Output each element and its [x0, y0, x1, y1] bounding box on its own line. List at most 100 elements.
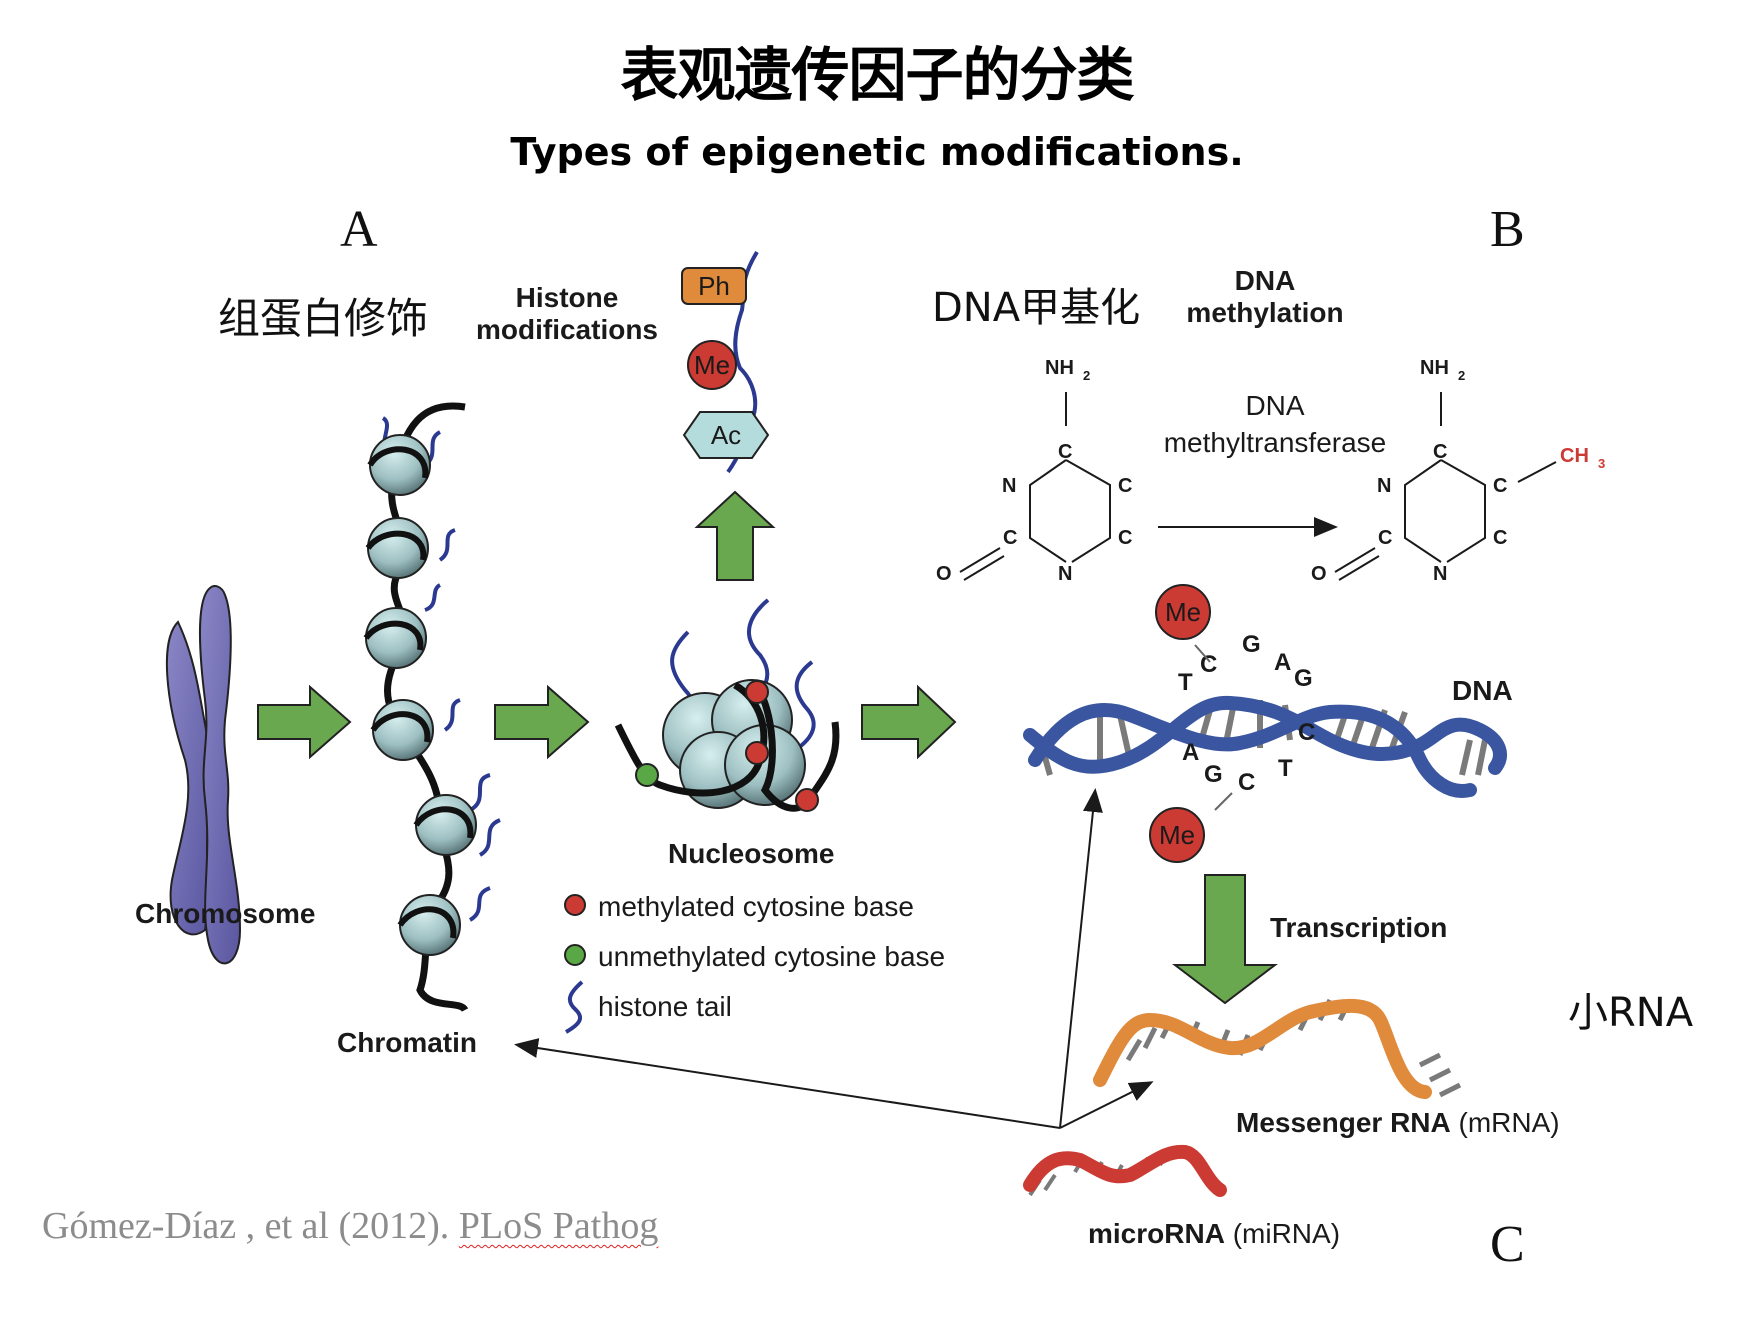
panel-b-letter: B	[1490, 201, 1525, 258]
base-letter: C	[1298, 719, 1315, 746]
histone-label-line2: modifications	[475, 314, 658, 345]
amine-subscript: 2	[1083, 368, 1090, 383]
methylated-cytosine-dot	[745, 680, 769, 704]
atom-c: C	[1493, 527, 1507, 549]
mrna-label-abbr: (mRNA)	[1458, 1107, 1560, 1138]
dna-methylation-label: DNA methylation	[1165, 265, 1365, 329]
panel-a-letter: A	[340, 201, 378, 258]
base-letter: T	[1178, 669, 1193, 696]
chromatin-fiber	[363, 402, 501, 1013]
dna-label: DNA	[1452, 675, 1513, 706]
red-dot-icon	[564, 894, 586, 916]
methyl-group-label: CH	[1560, 445, 1589, 467]
amine-label: NH	[1420, 357, 1449, 379]
chromosome-label: Chromosome	[135, 898, 316, 929]
dna-base-letters: T C G A G A G C T C	[1178, 631, 1315, 796]
dna-methyltransferase-label: DNA methyltransferase	[1140, 387, 1410, 461]
citation-journal: PLoS Pathog	[458, 1205, 659, 1247]
methyl-label: Me	[1159, 820, 1195, 850]
mrna-strand	[1093, 998, 1462, 1099]
green-dot-icon	[564, 944, 586, 966]
chromosome-illustration	[165, 585, 242, 965]
amine-label: NH	[1045, 357, 1074, 379]
phosphorylation-label: Ph	[698, 271, 730, 301]
page-title-chinese: 表观遗传因子的分类	[620, 41, 1134, 109]
transcription-label: Transcription	[1270, 912, 1448, 943]
methylation-badge	[687, 340, 737, 390]
histone-label-line1: Histone	[515, 282, 619, 313]
base-letter: C	[1200, 651, 1217, 678]
nucleosome-illustration	[614, 598, 840, 812]
enzyme-line1: DNA	[1245, 390, 1305, 421]
atom-c: C	[1003, 527, 1017, 549]
dna-double-helix	[1023, 695, 1507, 798]
base-letter: C	[1238, 769, 1255, 796]
legend-label: unmethylated cytosine base	[598, 941, 946, 972]
5-methylcytosine-structure	[1334, 392, 1557, 581]
atom-c: C	[1118, 527, 1132, 549]
base-letter: G	[1242, 631, 1261, 658]
histone-modifications-label: Histone modifications	[462, 282, 672, 346]
dna-methylation-line1: DNA	[1234, 265, 1296, 296]
small-rna-chinese-label: 小RNA	[1568, 990, 1694, 1036]
base-letter: G	[1294, 665, 1313, 692]
amine-subscript: 2	[1458, 368, 1465, 383]
atom-c: C	[1118, 475, 1132, 497]
legend-item-unmethylated: unmethylated cytosine base	[562, 932, 945, 982]
histone-tail-icon	[565, 980, 584, 1034]
panel-c-letter: C	[1490, 1216, 1525, 1273]
citation-authors: Gómez-Díaz , et al (2012).	[42, 1205, 459, 1247]
arrow-to-mrna	[1059, 1081, 1154, 1129]
mirna-label-abbr: (miRNA)	[1232, 1218, 1341, 1249]
legend-label: histone tail	[598, 991, 732, 1022]
legend: methylated cytosine base unmethylated cy…	[562, 882, 945, 1034]
base-letter: A	[1274, 649, 1291, 676]
arrow-chromosome-to-chromatin	[257, 684, 352, 760]
legend-item-histone-tail: histone tail	[562, 980, 945, 1034]
atom-n: N	[1058, 563, 1072, 585]
acetylation-label: Ac	[711, 420, 741, 450]
dna-methyl-top: Me	[1155, 584, 1211, 663]
mirna-label-bold: microRNA	[1088, 1218, 1225, 1249]
atom-c: C	[1433, 441, 1447, 463]
methylated-cytosine-dot	[745, 741, 769, 765]
atom-c: C	[1378, 527, 1392, 549]
legend-item-methylated: methylated cytosine base	[562, 882, 945, 932]
regulation-arrows	[514, 788, 1154, 1129]
atom-n: N	[1433, 563, 1447, 585]
histone-modification-chinese-label: 组蛋白修饰	[218, 294, 429, 343]
methylated-cytosine-dot	[795, 788, 819, 812]
methyl-label: Me	[1165, 597, 1201, 627]
methylation-label: Me	[694, 350, 730, 380]
dna-methylation-line2: methylation	[1186, 297, 1344, 328]
base-letter: T	[1278, 755, 1293, 782]
dna-methylation-chinese-label: DNA甲基化	[932, 285, 1141, 331]
mrna-label-bold: Messenger RNA	[1236, 1107, 1451, 1138]
phosphorylation-badge	[681, 267, 747, 305]
methyl-group-subscript: 3	[1598, 456, 1605, 471]
base-letter: G	[1204, 761, 1223, 788]
atom-n: N	[1002, 475, 1016, 497]
arrow-nucleosome-to-dna	[861, 684, 957, 760]
acetylation-badge	[682, 411, 770, 459]
arrow-chromatin-to-nucleosome	[494, 684, 590, 760]
nucleosome-label: Nucleosome	[668, 838, 835, 869]
atom-o: O	[936, 563, 952, 585]
chromatin-label: Chromatin	[337, 1027, 477, 1058]
mirna-strand	[1023, 1144, 1227, 1197]
page-title-english: Types of epigenetic modifications.	[510, 130, 1244, 174]
mirna-label: microRNA (miRNA)	[1088, 1218, 1340, 1250]
mrna-label: Messenger RNA (mRNA)	[1236, 1107, 1560, 1139]
base-letter: A	[1182, 739, 1199, 766]
atom-c: C	[1493, 475, 1507, 497]
methylcytosine-atoms: NH 2 C N C C C N O CH 3	[1311, 357, 1605, 585]
enzyme-line2: methyltransferase	[1163, 427, 1387, 458]
arrow-to-dna	[1059, 788, 1103, 1129]
histone-modification-chain: Ph Me Ac	[681, 250, 770, 474]
arrow-nucleosome-to-histone-mods	[694, 490, 776, 581]
atom-c: C	[1058, 441, 1072, 463]
dna-methyl-bottom: Me	[1149, 792, 1233, 863]
legend-label: methylated cytosine base	[598, 891, 914, 922]
atom-n: N	[1377, 475, 1391, 497]
